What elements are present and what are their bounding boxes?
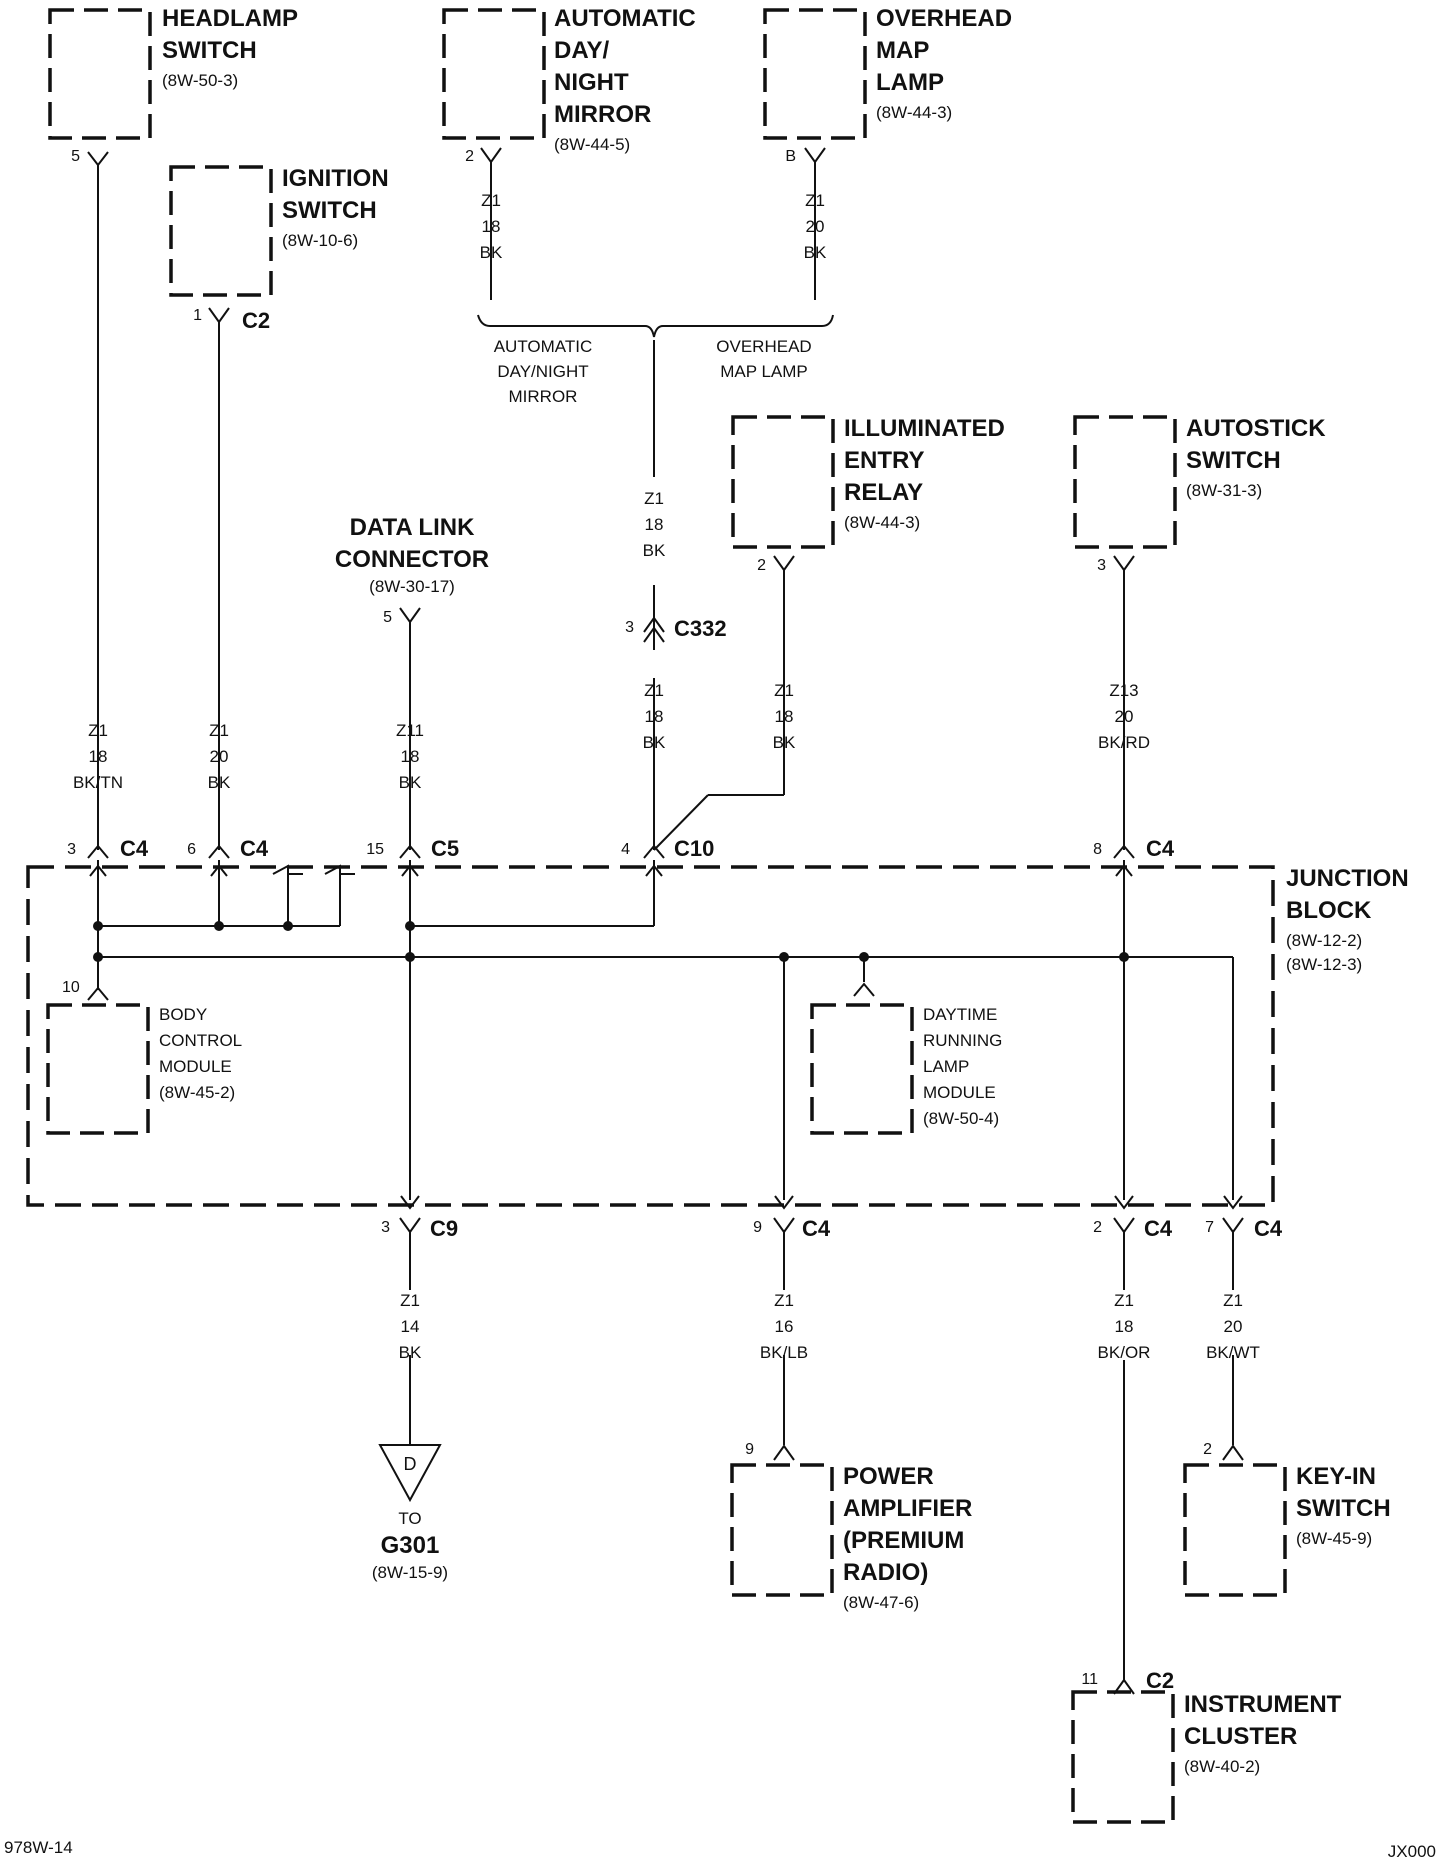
conn-cluster: C2 [1146,1668,1174,1693]
pin-jb-top-2: 6 [187,841,196,858]
pin-mirror: 2 [465,148,474,165]
footer-left: 978W-14 [4,1838,73,1857]
pin-jb-bot-3: 2 [1093,1219,1102,1236]
power-amplifier-ref: (8W-47-6) [843,1593,919,1612]
ignition-switch-box [169,165,273,297]
key-in-switch-box [1183,1463,1287,1597]
ground-symbol-letter: D [404,1454,417,1474]
conn-jb-top-5: C4 [1146,836,1175,861]
pin-jb-top-5: 8 [1093,841,1102,858]
pin-headlamp: 5 [71,148,80,165]
ignition-switch-ref: (8W-10-6) [282,231,358,250]
pin-jb-top-4: 4 [621,841,630,858]
auto-mirror-box [442,8,546,140]
key-in-switch-ref: (8W-45-9) [1296,1529,1372,1548]
pin-c332: 3 [625,619,634,636]
pin-jb-bot-4: 7 [1205,1219,1214,1236]
map-lamp-box [763,8,867,140]
drl-module-box [810,1003,914,1135]
pin-ignition: 1 [193,307,202,324]
conn-c332: C332 [674,616,727,641]
pin-jb-bot-1: 3 [381,1219,390,1236]
headlamp-switch-ref: (8W-50-3) [162,71,238,90]
autostick-switch-ref: (8W-31-3) [1186,481,1262,500]
entry-relay-ref: (8W-44-3) [844,513,920,532]
pin-keyin: 2 [1203,1441,1212,1458]
autostick-switch-box [1073,415,1177,549]
ground-name: G301 [381,1532,440,1559]
footer-right: JX000 [1388,1842,1436,1861]
ground-to-label: TO [398,1509,421,1528]
conn-jb-top-2: C4 [240,836,269,861]
pin-jb-top-1: 3 [67,841,76,858]
pin-autostick: 3 [1097,557,1106,574]
instrument-cluster-box [1071,1690,1175,1824]
map-lamp-ref: (8W-44-3) [876,103,952,122]
wires [97,162,1234,1680]
power-amplifier-box [730,1463,834,1597]
pin-amplifier: 9 [745,1441,754,1458]
conn-jb-bot-4: C4 [1254,1216,1283,1241]
pin-jb-bot-2: 9 [753,1219,762,1236]
pin-cluster: 11 [1081,1671,1098,1688]
conn-ignition: C2 [242,308,270,333]
data-link-connector-ref: (8W-30-17) [369,577,455,596]
conn-jb-top-4: C10 [674,836,714,861]
instrument-cluster-ref: (8W-40-2) [1184,1757,1260,1776]
pin-jb-top-3: 15 [366,841,384,858]
splice-dots [93,921,1129,962]
junction-block-box [26,865,1275,1207]
pin-relay: 2 [757,557,766,574]
connector-symbols [87,147,1244,1695]
junction-block-refs: (8W-12-2)(8W-12-3) [1286,931,1362,974]
conn-jb-top-3: C5 [431,836,459,861]
ground-ref: (8W-15-9) [372,1563,448,1582]
pin-map-lamp: B [785,148,796,165]
auto-mirror-ref: (8W-44-5) [554,135,630,154]
conn-jb-bot-3: C4 [1144,1216,1173,1241]
conn-jb-bot-2: C4 [802,1216,831,1241]
headlamp-switch-box [48,8,152,140]
pin-bcm: 10 [62,979,80,996]
conn-jb-bot-1: C9 [430,1216,458,1241]
conn-jb-top-1: C4 [120,836,149,861]
bcm-box [46,1003,150,1135]
entry-relay-box [731,415,835,549]
pin-dlc: 5 [383,609,392,626]
